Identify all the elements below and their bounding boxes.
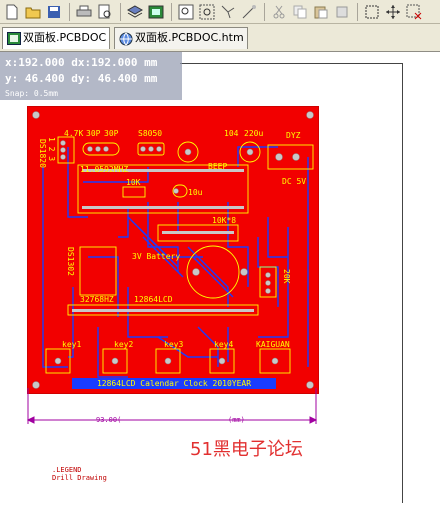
- tab-pcbdoc[interactable]: 双面板.PCBDOC: [2, 27, 110, 49]
- label-ds1302: DS1302: [66, 247, 75, 276]
- watermark-text: 51黑电子论坛: [190, 439, 303, 460]
- cross-probe-icon[interactable]: [218, 2, 238, 22]
- zoom-area-icon[interactable]: [197, 2, 217, 22]
- label-pins-123: 1 2 3: [47, 137, 56, 162]
- label-r10kx8: 10K*8: [212, 216, 237, 225]
- cut-icon[interactable]: [269, 2, 289, 22]
- move-icon[interactable]: [383, 2, 403, 22]
- label-lcd: 12864LCD: [134, 295, 173, 304]
- label-c10u: 10u: [188, 188, 203, 197]
- html-doc-icon: [119, 32, 133, 53]
- label-crystal-32768: 32768HZ: [80, 295, 114, 304]
- toolbar: [0, 0, 440, 24]
- label-battery: 3V Battery: [132, 252, 181, 261]
- label-key3: key3: [164, 340, 184, 349]
- drill-legend: .LEGEND Drill Drawing: [52, 466, 107, 482]
- label-key4: key4: [214, 340, 234, 349]
- paste-icon[interactable]: [311, 2, 331, 22]
- hud-x-readout: x:192.000 dx:192.000 mm: [5, 56, 158, 69]
- open-folder-icon[interactable]: [23, 2, 43, 22]
- label-key2: key2: [114, 340, 134, 349]
- document-tab-bar: 双面板.PCBDOC 双面板.PCBDOC.htm: [0, 24, 440, 52]
- legend-title: .LEGEND: [52, 466, 82, 474]
- save-icon[interactable]: [44, 2, 64, 22]
- label-dyz: DYZ: [286, 131, 301, 140]
- rubber-stamp-icon[interactable]: [332, 2, 352, 22]
- toolbar-separator: [357, 2, 358, 21]
- print-preview-icon[interactable]: [95, 2, 115, 22]
- new-file-icon[interactable]: [2, 2, 22, 22]
- tab-label: 双面板.PCBDOC.htm: [135, 31, 244, 44]
- label-c30p-a: 30P: [86, 129, 101, 138]
- print-icon[interactable]: [74, 2, 94, 22]
- toolbar-separator: [264, 2, 265, 21]
- trace-layer: [32, 111, 314, 389]
- label-s8050: S8050: [138, 129, 163, 138]
- board-view-icon[interactable]: [146, 2, 166, 22]
- label-kaiguan: KAIGUAN: [256, 340, 290, 349]
- label-dc5v: DC 5V: [282, 177, 307, 186]
- label-rx20k: 20K: [282, 269, 291, 284]
- label-r10k: 10K: [126, 178, 141, 187]
- deselect-icon[interactable]: [404, 2, 424, 22]
- board-title-banner: 12864LCD Calendar Clock 2010YEAR: [72, 378, 276, 389]
- pcb-canvas[interactable]: DS1820 1 2 3 4.7K 30P 30P S8050 104 220u…: [0, 52, 440, 506]
- label-r47k: 4.7K: [64, 129, 84, 138]
- sheet-border-right: [402, 63, 403, 503]
- tab-label: 双面板.PCBDOC: [23, 31, 107, 44]
- pcb-board: DS1820 1 2 3 4.7K 30P 30P S8050 104 220u…: [27, 106, 319, 394]
- sheet-border-top: [180, 63, 402, 64]
- toolbar-separator: [69, 2, 70, 21]
- dimension-unit-label: (mm): [228, 416, 245, 424]
- cross-select-icon[interactable]: [239, 2, 259, 22]
- copy-icon[interactable]: [290, 2, 310, 22]
- tab-pcbdoc-htm[interactable]: 双面板.PCBDOC.htm: [114, 27, 248, 49]
- zoom-fit-icon[interactable]: [176, 2, 196, 22]
- label-beep: BEEP: [208, 162, 228, 171]
- label-c30p-b: 30P: [104, 129, 119, 138]
- toolbar-separator: [171, 2, 172, 21]
- hud-y-readout: y: 46.400 dy: 46.400 mm: [5, 72, 158, 85]
- select-rect-icon[interactable]: [362, 2, 382, 22]
- hud-snap-readout: Snap: 0.5mm: [5, 89, 58, 98]
- toolbar-separator: [120, 2, 121, 21]
- coordinate-hud: x:192.000 dx:192.000 mm y: 46.400 dy: 46…: [0, 52, 182, 100]
- legend-subtitle: Drill Drawing: [52, 474, 107, 482]
- dimension-layer: [26, 388, 318, 424]
- label-ds1820: DS1820: [38, 139, 47, 168]
- label-c104: 104: [224, 129, 239, 138]
- layers-icon[interactable]: [125, 2, 145, 22]
- label-key1: key1: [62, 340, 82, 349]
- pcb-doc-icon: [7, 32, 21, 52]
- label-c220u: 220u: [244, 129, 264, 138]
- dimension-width-label: 93.00(: [96, 416, 122, 424]
- label-crystal: 11.0592MHZ: [80, 165, 129, 174]
